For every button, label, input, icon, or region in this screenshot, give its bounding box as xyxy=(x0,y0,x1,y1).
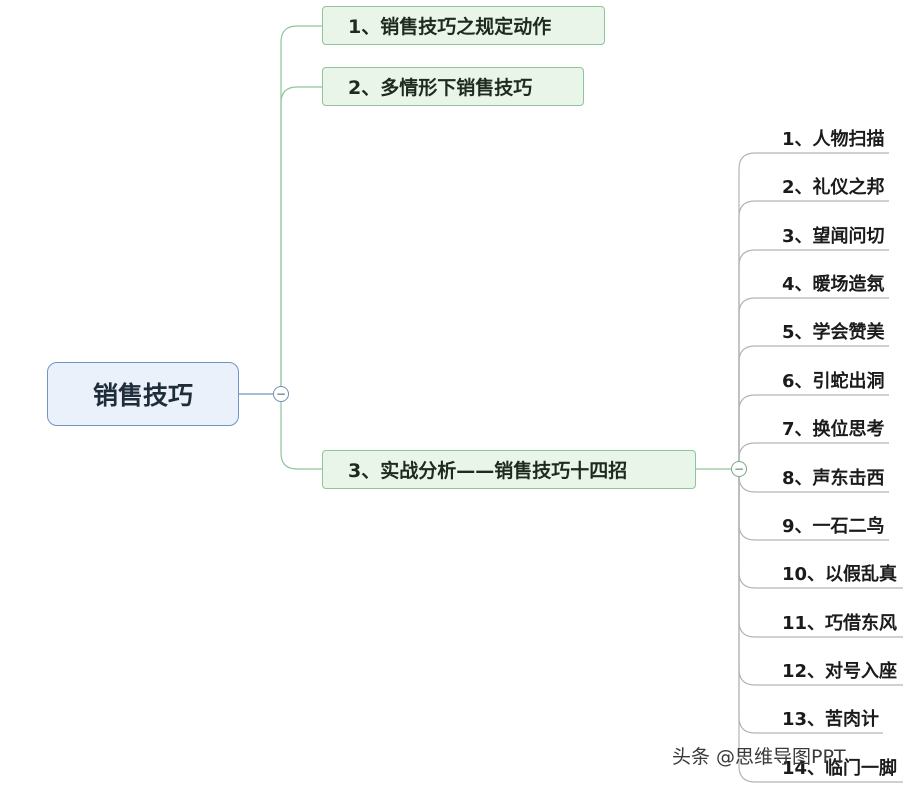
branch-connector-2 xyxy=(280,86,322,386)
branch-connector-1 xyxy=(280,25,322,386)
leaf-connector-6 xyxy=(738,394,889,461)
leaf-node-7[interactable]: 7、换位思考 xyxy=(782,419,885,440)
branch-label: 1、销售技巧之规定动作 xyxy=(348,16,552,38)
leaf-node-13[interactable]: 13、苦肉计 xyxy=(782,709,880,730)
leaf-node-12[interactable]: 12、对号入座 xyxy=(782,661,898,682)
leaf-connector-2 xyxy=(738,200,889,461)
branch-node-3[interactable]: 3、实战分析——销售技巧十四招 xyxy=(322,450,696,489)
branch-node-2[interactable]: 2、多情形下销售技巧 xyxy=(322,67,584,106)
leaf-connector-7 xyxy=(738,442,889,461)
leaf-node-2[interactable]: 2、礼仪之邦 xyxy=(782,177,885,198)
leaf-connector-14 xyxy=(738,477,903,783)
watermark: 头条 @思维导图PPT xyxy=(672,746,846,768)
leaf-node-14[interactable]: 14、临门一脚 xyxy=(782,758,898,779)
branch-node-1[interactable]: 1、销售技巧之规定动作 xyxy=(322,6,605,45)
leaf-node-1[interactable]: 1、人物扫描 xyxy=(782,129,885,150)
collapse-root-icon[interactable]: − xyxy=(273,386,289,402)
leaf-node-8[interactable]: 8、声东击西 xyxy=(782,468,885,489)
leaf-node-9[interactable]: 9、一石二鸟 xyxy=(782,516,885,537)
leaf-connector-4 xyxy=(738,297,889,461)
collapse-branch-3-icon[interactable]: − xyxy=(731,461,747,477)
branch-label: 3、实战分析——销售技巧十四招 xyxy=(348,460,628,482)
root-label: 销售技巧 xyxy=(92,381,193,410)
leaf-node-11[interactable]: 11、巧借东风 xyxy=(782,613,898,634)
branch-label: 2、多情形下销售技巧 xyxy=(348,77,533,99)
leaf-connector-5 xyxy=(738,345,889,461)
branch-connector-3 xyxy=(280,402,322,470)
leaf-connector-1 xyxy=(738,152,889,461)
leaf-node-4[interactable]: 4、暖场造氛 xyxy=(782,274,885,295)
leaf-node-5[interactable]: 5、学会赞美 xyxy=(782,322,885,343)
leaf-node-3[interactable]: 3、望闻问切 xyxy=(782,226,885,247)
leaf-connector-3 xyxy=(738,249,889,461)
leaf-node-6[interactable]: 6、引蛇出洞 xyxy=(782,371,885,392)
leaf-node-10[interactable]: 10、以假乱真 xyxy=(782,564,898,585)
root-node[interactable]: 销售技巧 xyxy=(47,362,239,426)
